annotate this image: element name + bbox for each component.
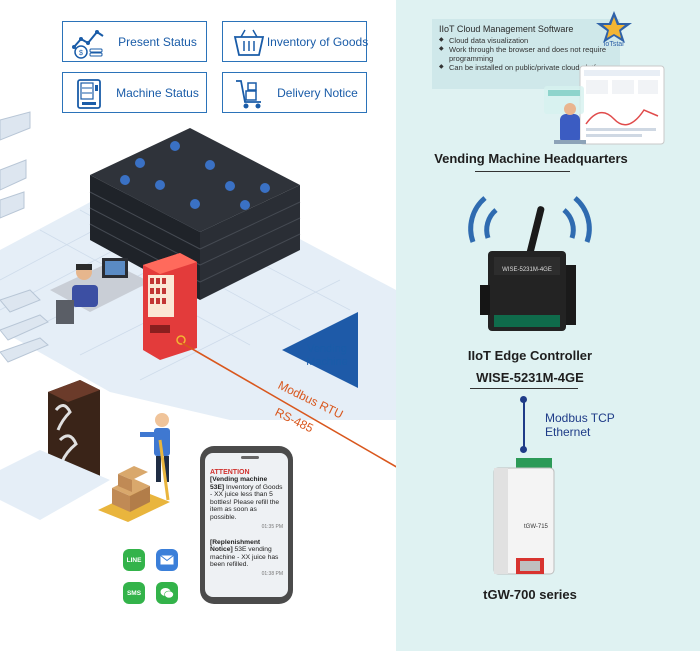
phone-notch (241, 456, 259, 459)
delivery-notice-button[interactable]: Delivery Notice (222, 72, 367, 113)
svg-text:$: $ (79, 50, 83, 57)
tcp-line1: Modbus TCP (545, 411, 615, 425)
cloud-feature: Work through the browser and does not re… (439, 45, 613, 63)
vending-machine-icon (77, 79, 101, 109)
phone-notification: ATTENTION [Vending machine 53E] Inventor… (200, 446, 293, 604)
controller-title: IIoT Edge Controller (467, 348, 593, 363)
inventory-button[interactable]: Inventory of Goods (222, 21, 369, 62)
cloud-title: IIoT Cloud Management Software (439, 24, 574, 34)
rtu-start-point (176, 335, 186, 345)
chat-bubbles-icon (160, 588, 174, 599)
isometric-scene (0, 111, 396, 522)
gateway-label: tGW-700 series (483, 587, 577, 602)
red-vending-machine (143, 253, 197, 360)
vending-line2: Machine (306, 356, 348, 368)
delivery-notice-label: Delivery Notice (277, 85, 358, 100)
tcp-endpoint-top (520, 396, 527, 403)
logo-text: IoTstar (603, 41, 625, 48)
controller-underline (470, 388, 578, 389)
tcp-line2: Ethernet (545, 425, 591, 439)
tgw-gateway-device: tGW-715 (493, 458, 555, 575)
present-status-label: Present Status (118, 34, 197, 49)
notification-2-time: 01:38 PM (261, 570, 283, 577)
wireless-signal-icon (468, 196, 592, 243)
mail-icon[interactable] (156, 549, 178, 571)
notification-1-body: Inventory of Goods - XX juice less than … (210, 483, 283, 521)
vending-line1: Vending (307, 343, 347, 355)
sms-app-icon[interactable]: SMS (123, 582, 145, 604)
notification-1-time: 01:35 PM (261, 523, 283, 530)
vending-pointer-triangle (282, 312, 358, 388)
cloud-feature: Cloud data visualization (439, 36, 613, 45)
controller-model: WISE-5231M-4GE (476, 370, 584, 385)
line-app-icon[interactable]: LINE (123, 549, 145, 571)
envelope-icon (160, 555, 174, 565)
tgw-device-text: tGW-715 (524, 524, 549, 530)
cloud-feature: Can be installed on public/private cloud… (439, 63, 613, 72)
operator-desk (50, 258, 150, 324)
attention-label: ATTENTION (210, 469, 250, 476)
modbus-tcp-label: Modbus TCP Ethernet (545, 411, 615, 439)
notification-2-body: 53E vending machine - XX juice has been … (210, 546, 279, 569)
notification-1: [Vending machine 53E] Inventory of Goods… (210, 476, 283, 522)
wechat-icon[interactable] (156, 582, 178, 604)
machine-status-label: Machine Status (116, 85, 199, 100)
hand-truck-icon (236, 80, 261, 109)
hq-label: Vending Machine Headquarters (434, 151, 628, 166)
rs485-line (181, 342, 396, 468)
iotstar-logo: IoTstar (596, 11, 632, 48)
inventory-label: Inventory of Goods (266, 34, 369, 49)
basket-icon (233, 29, 265, 56)
hq-underline (475, 171, 570, 172)
phone-screen: ATTENTION [Vending machine 53E] Inventor… (205, 453, 288, 597)
edge-controller-device: WISE-5231M-4GE (480, 206, 576, 331)
cloud-feature-list: Cloud data visualization Work through th… (439, 36, 613, 72)
machine-status-button[interactable]: Machine Status (62, 72, 207, 113)
vending-machine-label: Vending Machine (292, 343, 362, 369)
tcp-endpoint-bottom (520, 446, 527, 453)
notification-1-head: [Vending machine 53E] (210, 476, 268, 491)
present-status-button[interactable]: $ Present Status (62, 21, 207, 62)
dashboard-laptop-illustration (544, 65, 665, 145)
controller-device-text: WISE-5231M-4GE (502, 267, 552, 273)
notification-2-head: [Replenishment Notice] (210, 538, 261, 554)
delivery-person (98, 413, 170, 522)
modbus-tcp-line (523, 398, 525, 450)
left-shelves (0, 111, 49, 363)
chart-coins-icon: $ (72, 30, 104, 59)
notification-2: [Replenishment Notice] 53E vending machi… (210, 539, 283, 569)
